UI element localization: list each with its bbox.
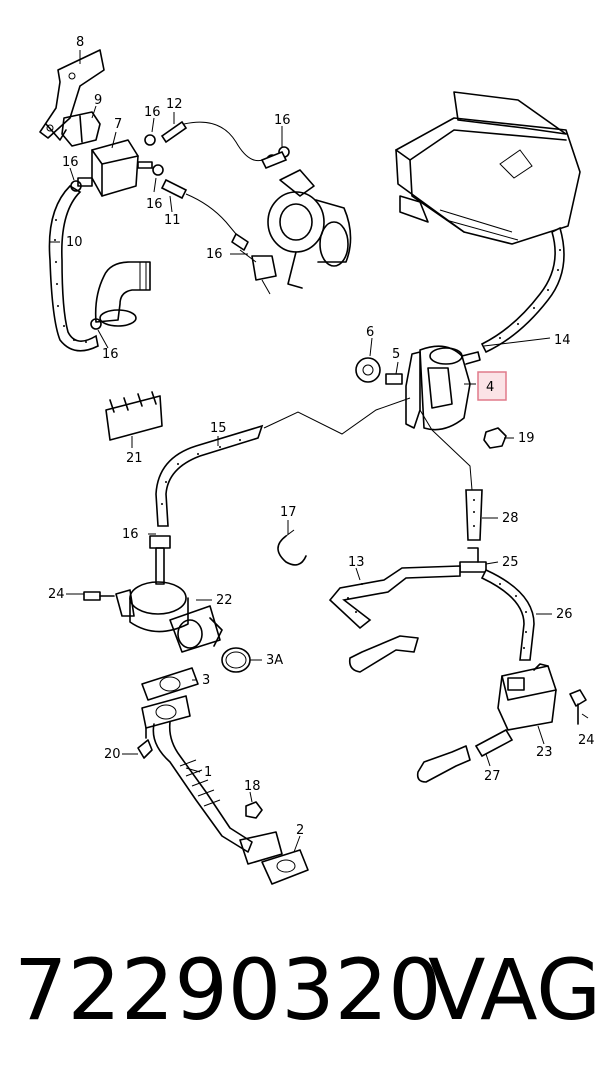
line-4-to-28 (431, 429, 473, 491)
nut-part-6 (355, 357, 381, 383)
callout-10: 10 (66, 235, 83, 250)
callout-labels: 8 9 7 16 12 16 16 16 11 10 16 16 6 5 14 … (48, 35, 595, 838)
connector-part-5 (385, 373, 403, 385)
exploded-parts-diagram: 8 9 7 16 12 16 16 16 11 10 16 16 6 5 14 … (39, 35, 595, 885)
bolt-part-24-right (569, 689, 587, 725)
hose-part-12 (160, 120, 271, 162)
clip-part-17 (277, 529, 307, 566)
egr-pipe-part-1 (141, 695, 283, 865)
nut-part-19 (483, 427, 507, 449)
vacuum-unit (231, 233, 277, 295)
callout-28: 28 (502, 511, 519, 526)
footer: 72290320 VAG (0, 930, 600, 1050)
gasket-part-2 (261, 849, 309, 885)
valve-part-23 (497, 663, 557, 731)
callout-16-a: 16 (144, 105, 161, 120)
intake-connector (94, 261, 151, 327)
connector-part-21 (105, 391, 163, 441)
callout-22: 22 (216, 593, 233, 608)
callout-24-left: 24 (48, 587, 65, 602)
vacuum-line (263, 397, 411, 435)
gasket-part-3a (221, 647, 251, 673)
callout-23: 23 (536, 745, 553, 760)
callout-16-g: 16 (122, 527, 139, 542)
callout-26: 26 (556, 607, 573, 622)
callout-20: 20 (104, 747, 121, 762)
callout-25: 25 (502, 555, 519, 570)
callout-11: 11 (164, 213, 181, 228)
bolt-part-24-left (83, 591, 115, 601)
callout-2: 2 (296, 823, 304, 838)
egr-valve-part-22 (115, 535, 223, 653)
callout-5: 5 (392, 347, 400, 362)
callout-7: 7 (114, 117, 122, 132)
valve-part-9 (61, 111, 101, 147)
brand-name: VAG (428, 941, 600, 1039)
turbocharger (267, 169, 352, 289)
clamp-parts-16 (70, 134, 290, 330)
callout-12: 12 (166, 97, 183, 112)
hose-part-15 (155, 424, 264, 527)
callout-16-d: 16 (146, 197, 163, 212)
leader-lines (50, 50, 589, 853)
callout-6: 6 (366, 325, 374, 340)
vacuum-converter-part-4 (405, 345, 481, 431)
hose-part-10 (48, 184, 99, 352)
air-filter-housing (395, 91, 581, 245)
callout-9: 9 (94, 93, 102, 108)
callout-3a: 3A (266, 653, 283, 668)
callout-21: 21 (126, 451, 143, 466)
callout-16-f: 16 (102, 347, 119, 362)
hose-part-27 (416, 728, 514, 783)
callout-13: 13 (348, 555, 365, 570)
callout-16-b: 16 (274, 113, 291, 128)
callout-18: 18 (244, 779, 261, 794)
solenoid-valve-part-7 (77, 139, 153, 197)
callout-14: 14 (554, 333, 571, 348)
bracket-part-8 (39, 49, 105, 141)
callout-17: 17 (280, 505, 297, 520)
callout-8: 8 (76, 35, 84, 50)
callout-1: 1 (204, 765, 212, 780)
part-number: 72290320 (14, 941, 442, 1039)
hose-part-26 (480, 568, 535, 661)
hose-part-28 (465, 489, 483, 541)
t-piece-part-25 (459, 547, 487, 573)
bolt-part-20 (137, 727, 153, 759)
callout-19: 19 (518, 431, 535, 446)
nut-part-18 (245, 801, 263, 819)
hose-part-14 (480, 226, 565, 354)
callout-4-highlighted: 4 (486, 380, 494, 395)
callout-16-e: 16 (206, 247, 223, 262)
highlight-box-part-4 (477, 371, 507, 401)
callout-27: 27 (484, 769, 501, 784)
callout-16-c: 16 (62, 155, 79, 170)
gasket-part-3 (141, 667, 199, 701)
callout-24-right: 24 (578, 733, 595, 748)
callout-15: 15 (210, 421, 227, 436)
hose-part-11 (160, 178, 237, 235)
hose-part-13 (328, 565, 461, 673)
callout-3: 3 (202, 673, 210, 688)
